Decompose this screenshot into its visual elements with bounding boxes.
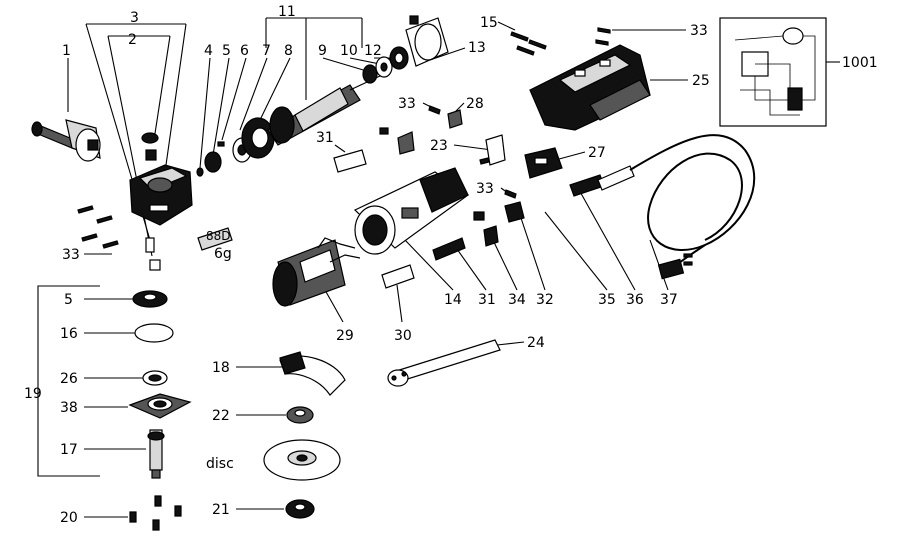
- label-plate-upper: [333, 149, 367, 173]
- label-36: 36: [626, 292, 644, 308]
- bearings: [362, 46, 409, 84]
- o-ring: [134, 323, 174, 343]
- screws-15: [510, 27, 611, 56]
- label-5: 5: [222, 43, 231, 59]
- label-33-top: 33: [690, 23, 708, 39]
- label-33-mid: 33: [398, 96, 416, 112]
- grease-code: 88D: [206, 229, 231, 243]
- gear-housing: [129, 132, 193, 271]
- label-16: 16: [60, 326, 78, 342]
- motor-housing: [353, 167, 470, 255]
- spindle: [147, 429, 165, 479]
- label-23: 23: [430, 138, 448, 154]
- outer-flange: [285, 499, 315, 519]
- label-5-left: 5: [64, 292, 73, 308]
- label-35: 35: [598, 292, 616, 308]
- label-33-right: 33: [476, 181, 494, 197]
- label-7: 7: [262, 43, 271, 59]
- label-13: 13: [468, 40, 486, 56]
- power-cord: [569, 134, 756, 280]
- label-6: 6: [240, 43, 249, 59]
- label-32: 32: [536, 292, 554, 308]
- label-34: 34: [508, 292, 526, 308]
- label-19: 19: [24, 386, 42, 402]
- label-27: 27: [588, 145, 606, 161]
- label-24: 24: [527, 335, 545, 351]
- spanner: [387, 339, 501, 387]
- screws-33-left: [77, 205, 119, 249]
- armature: [267, 75, 381, 146]
- inner-flange: [286, 406, 314, 424]
- wiring-diagram: [719, 17, 827, 127]
- label-22: 22: [212, 408, 230, 424]
- handle-housing: [529, 44, 651, 131]
- brush-holders: [379, 127, 415, 155]
- label-disc: disc: [206, 456, 234, 472]
- label-37: 37: [660, 292, 678, 308]
- label-1001: 1001: [842, 55, 878, 71]
- grease-tube: 88D 6g: [197, 227, 233, 262]
- washer: [142, 370, 168, 386]
- leader-lines: [37, 17, 840, 518]
- small-parts-lower: [381, 189, 525, 289]
- label-31-upper: 31: [316, 130, 334, 146]
- label-38: 38: [60, 400, 78, 416]
- bearing-plate: [128, 393, 192, 419]
- label-28: 28: [466, 96, 484, 112]
- stator: [272, 237, 361, 307]
- label-21: 21: [212, 502, 230, 518]
- label-12: 12: [364, 43, 382, 59]
- label-8: 8: [284, 43, 293, 59]
- label-25: 25: [692, 73, 710, 89]
- callout-labels: 1 2 3 4 5 6 7 8 11 9 10 12 13 15 33 25 1…: [24, 4, 878, 526]
- label-4: 4: [204, 43, 213, 59]
- label-11: 11: [278, 4, 296, 20]
- grinding-disc: [263, 439, 341, 481]
- label-33-left: 33: [62, 247, 80, 263]
- label-17: 17: [60, 442, 78, 458]
- label-2: 2: [128, 32, 137, 48]
- label-10: 10: [340, 43, 358, 59]
- grease-weight: 6g: [214, 246, 232, 262]
- label-3: 3: [130, 10, 139, 26]
- side-handle: [31, 119, 101, 162]
- label-30: 30: [394, 328, 412, 344]
- screws-20: [129, 495, 182, 531]
- label-18: 18: [212, 360, 230, 376]
- label-31-lower: 31: [478, 292, 496, 308]
- label-1: 1: [62, 43, 71, 59]
- baffle-ring: [405, 15, 449, 67]
- label-14: 14: [444, 292, 462, 308]
- label-9: 9: [318, 43, 327, 59]
- gear-set: [196, 117, 275, 177]
- label-26: 26: [60, 371, 78, 387]
- flange-nut-5: [132, 290, 168, 308]
- label-20: 20: [60, 510, 78, 526]
- label-29: 29: [336, 328, 354, 344]
- switch-parts: [428, 105, 563, 179]
- label-15: 15: [480, 15, 498, 31]
- wheel-guard: [279, 351, 346, 396]
